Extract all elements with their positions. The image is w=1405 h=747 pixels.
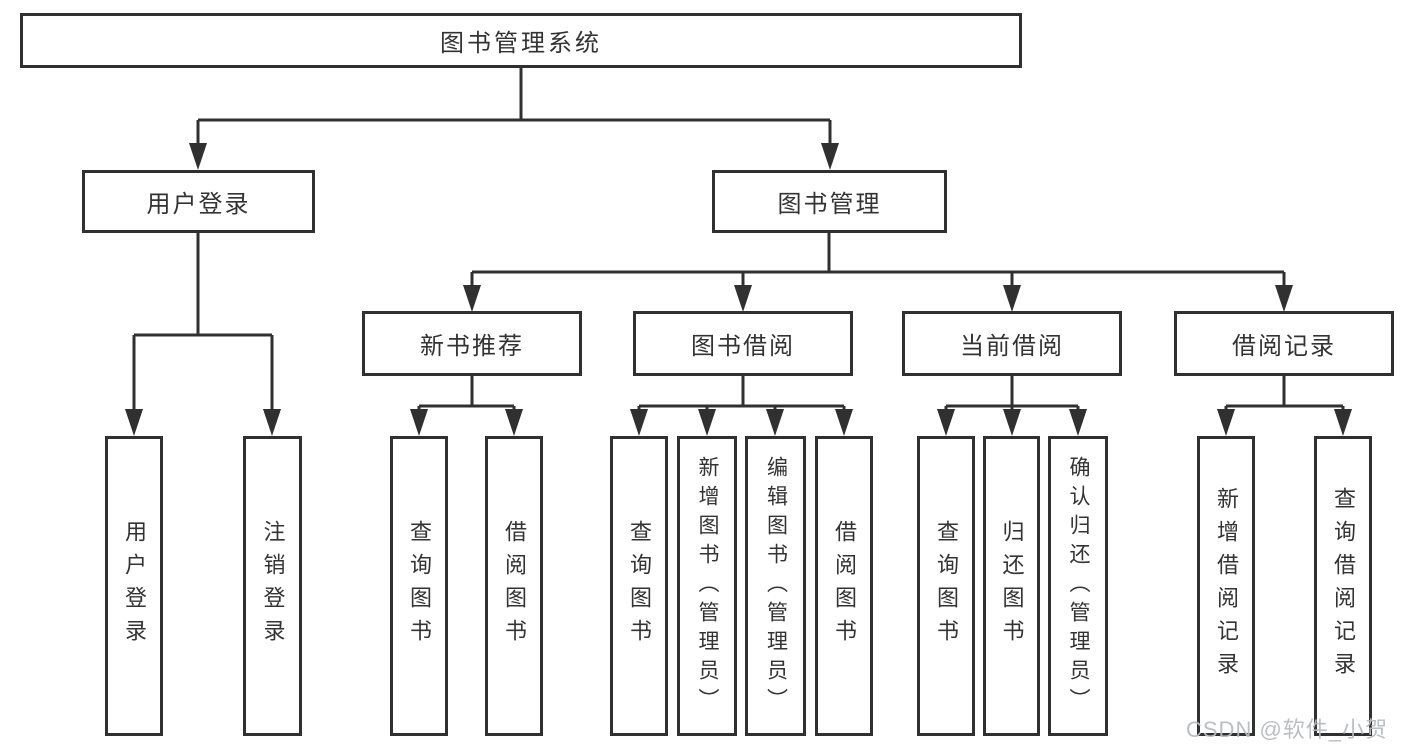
leaf-query-books-1: 查询图书 — [390, 436, 448, 736]
node-borrow-records: 借阅记录 — [1174, 311, 1394, 376]
leaf-borrow-books-1: 借阅图书 — [485, 436, 543, 736]
node-user-login: 用户登录 — [82, 170, 315, 233]
leaf-query-books-3: 查询图书 — [917, 436, 975, 736]
node-book-management: 图书管理 — [712, 170, 947, 233]
watermark: CSDN @软件_小贺同学 — [1186, 717, 1389, 742]
leaf-query-borrow-record: 查询借阅记录 — [1314, 436, 1372, 736]
leaf-add-books-admin: 新增图书（管理员） — [677, 436, 737, 736]
node-new-book-recommend: 新书推荐 — [362, 311, 582, 376]
node-current-borrow: 当前借阅 — [902, 311, 1122, 376]
leaf-add-borrow-record: 新增借阅记录 — [1197, 436, 1255, 736]
leaf-return-books: 归还图书 — [983, 436, 1040, 736]
node-root-system: 图书管理系统 — [20, 13, 1022, 68]
leaf-logout: 注销登录 — [243, 436, 302, 736]
leaf-borrow-books-2: 借阅图书 — [815, 436, 873, 736]
arrowheads — [125, 143, 1352, 436]
leaf-edit-books-admin: 编辑图书（管理员） — [745, 436, 806, 736]
node-book-borrow: 图书借阅 — [633, 311, 853, 376]
leaf-confirm-return-admin: 确认归还（管理员） — [1048, 436, 1108, 736]
leaf-query-books-2: 查询图书 — [610, 436, 668, 736]
leaf-user-login: 用户登录 — [105, 436, 163, 736]
